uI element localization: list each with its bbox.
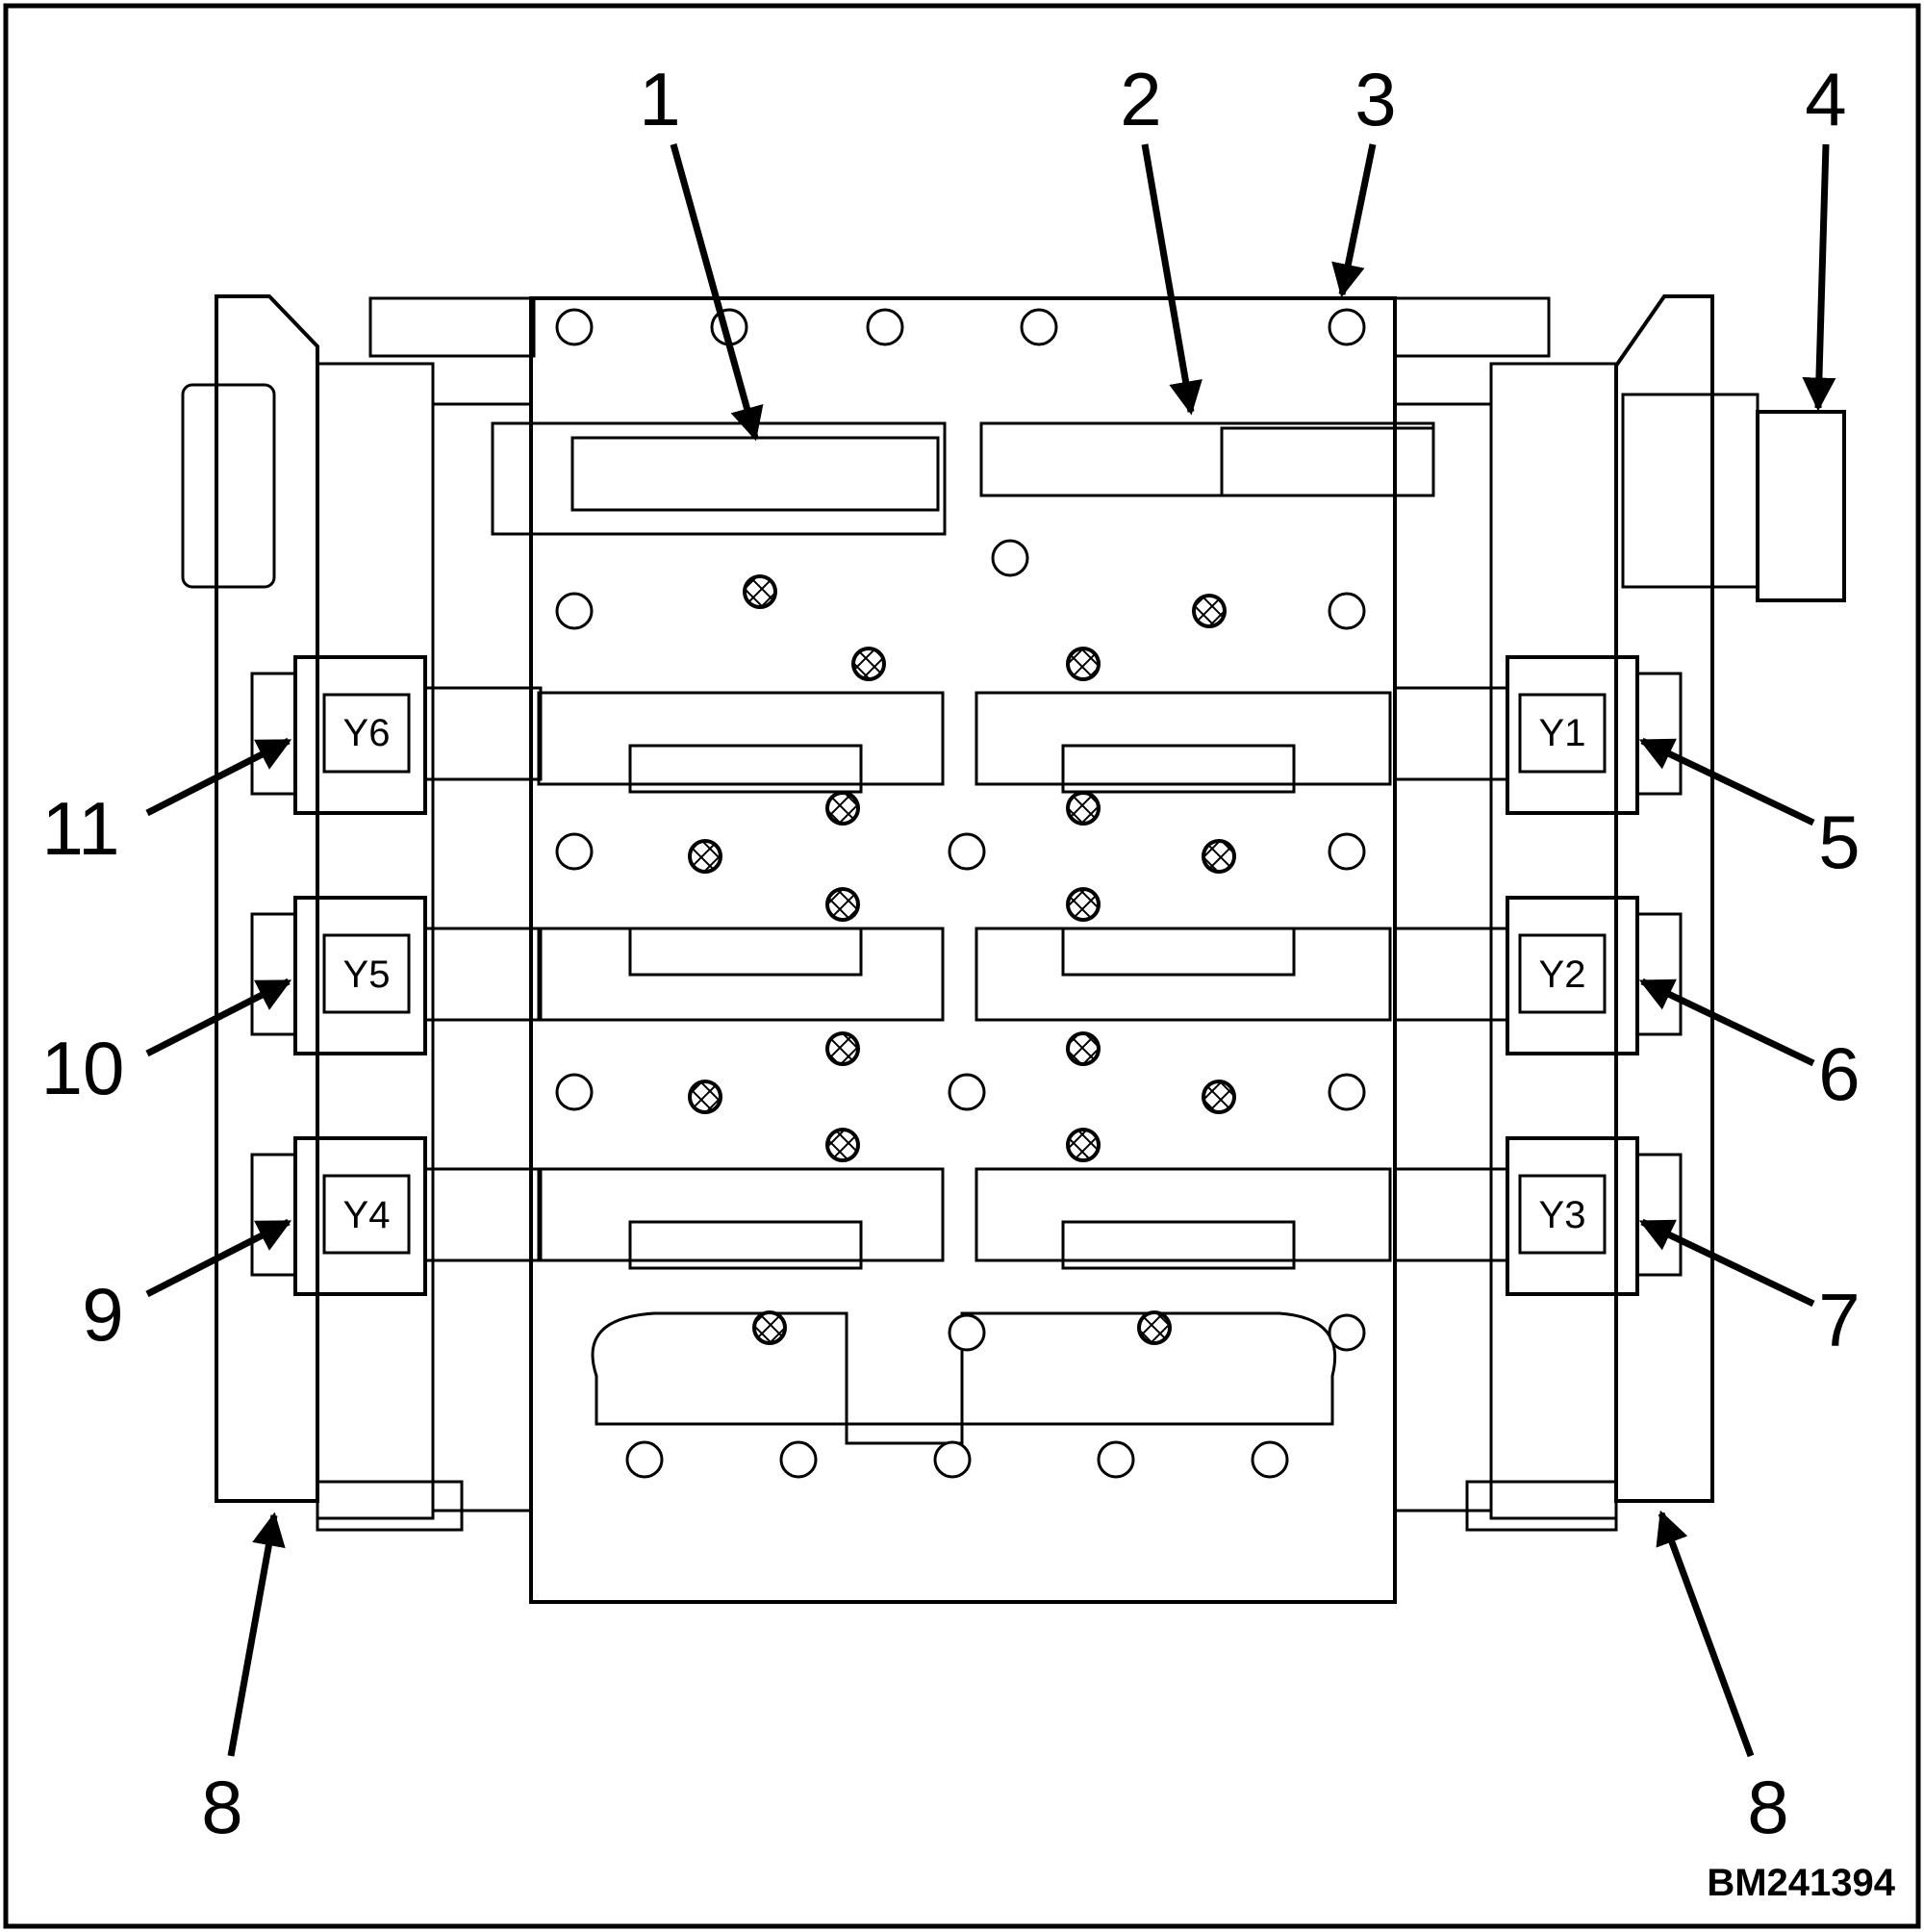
- callout-8-right: 8: [1747, 1765, 1788, 1849]
- left-end-housing: [181, 294, 536, 1532]
- callout-1: 1: [639, 57, 680, 141]
- solenoid-label-y1: Y1: [1539, 712, 1586, 754]
- solenoid-label-y2: Y2: [1539, 953, 1586, 996]
- regulator-valve-1: [491, 421, 947, 536]
- figure-border: [3, 3, 1921, 1929]
- regulator-valve-2: [979, 421, 1435, 497]
- solenoid-y4: Y4: [250, 1136, 543, 1296]
- callout-6: 6: [1818, 1031, 1860, 1116]
- figure-id: BM241394: [1707, 1862, 1895, 1904]
- solenoid-y1: Y1: [1393, 655, 1683, 815]
- shift-valve-row-1: [537, 691, 1392, 794]
- solenoid-label-y4: Y4: [343, 1194, 391, 1236]
- callout-11: 11: [42, 786, 120, 871]
- callout-8-left: 8: [201, 1765, 242, 1849]
- solenoid-label-y3: Y3: [1539, 1194, 1586, 1236]
- callout-9: 9: [82, 1272, 123, 1357]
- solenoid-y5: Y5: [250, 896, 543, 1055]
- valve-body: [431, 296, 1493, 1604]
- solenoid-y2: Y2: [1393, 896, 1683, 1055]
- callout-5: 5: [1818, 800, 1860, 884]
- shift-valve-row-3: [537, 1167, 1392, 1270]
- callout-10: 10: [41, 1026, 125, 1110]
- wiring-connector: [1621, 393, 1846, 602]
- solenoid-label-y5: Y5: [343, 953, 391, 996]
- solenoid-y6: Y6: [250, 655, 543, 815]
- callout-7: 7: [1818, 1278, 1860, 1362]
- callout-2: 2: [1120, 57, 1161, 141]
- solenoid-y3: Y3: [1393, 1136, 1683, 1296]
- shift-valve-row-2: [537, 927, 1392, 1022]
- valve-body-pins: [688, 574, 1236, 1345]
- callout-3: 3: [1354, 57, 1396, 141]
- solenoid-label-y6: Y6: [343, 712, 391, 754]
- callout-4: 4: [1805, 57, 1846, 141]
- leader-arrows: [145, 143, 1836, 1758]
- valve-body-holes: [555, 308, 1366, 1479]
